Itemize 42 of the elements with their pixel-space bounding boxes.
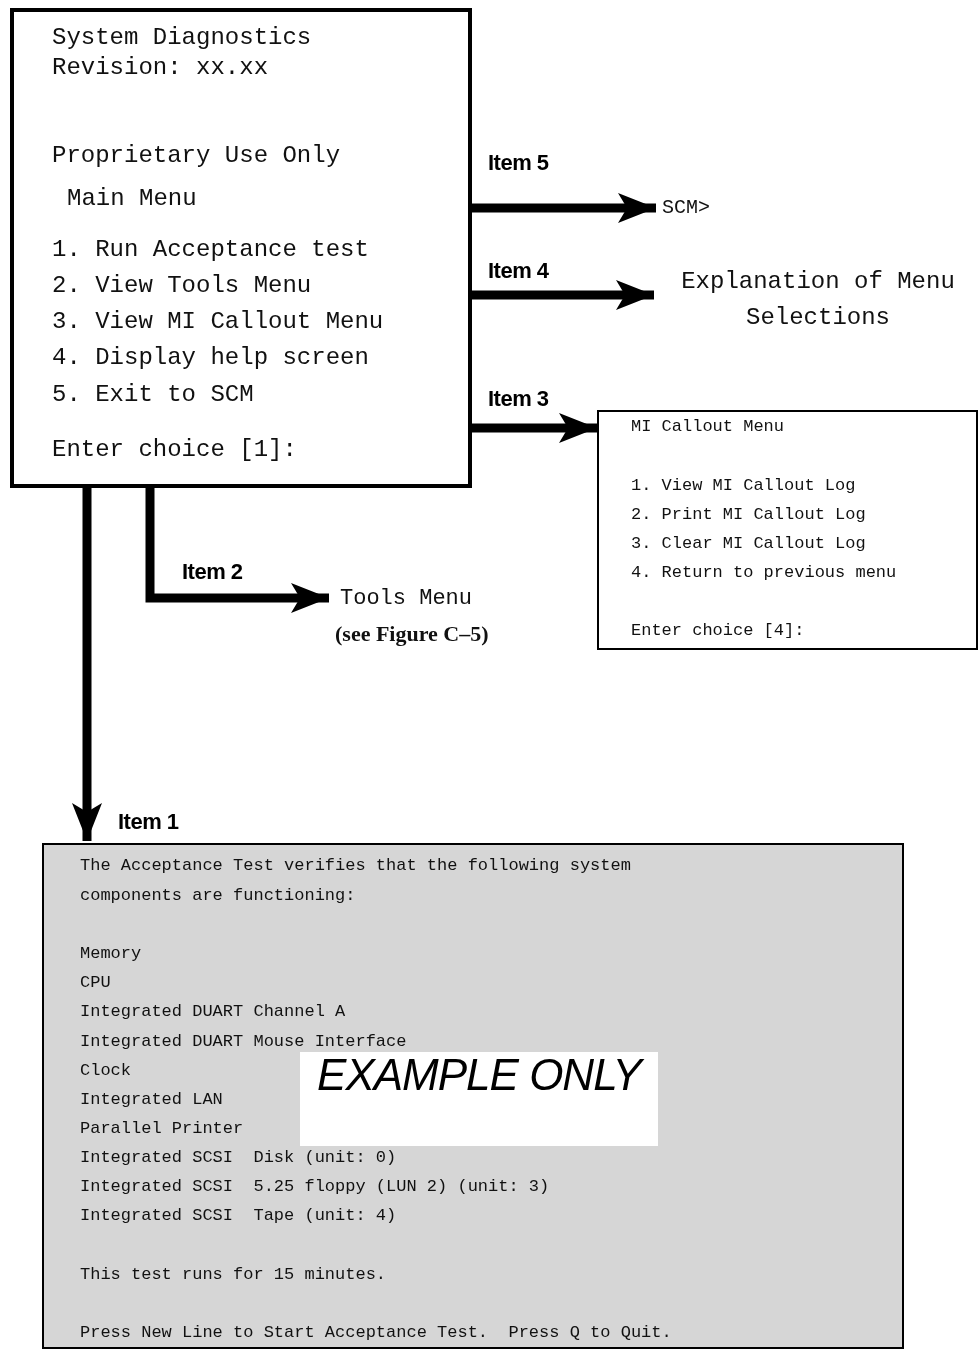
screen-text: Press New Line to Start Acceptance Test. Press Q to Quit. [80,1322,672,1345]
screen-text: This test runs for 15 minutes. [80,1264,387,1287]
screen-text: 2. View Tools Menu [52,272,312,300]
screen-text: 5. Exit to SCM [52,381,254,409]
screen-text: Main Menu [67,185,197,213]
screen-text: 4. Display help screen [52,344,369,372]
menu-title: MI Callout Menu [631,416,785,438]
screen-text: Proprietary Use Only [52,142,341,170]
screen-text: Integrated DUART Mouse Interface [80,1031,407,1054]
arrow [145,488,329,613]
menu-screen-box [10,8,472,488]
node-label: (see Figure C–5) [335,620,489,648]
screen-text: Memory [80,943,142,966]
screen-text: 3. View MI Callout Menu [52,308,384,336]
screen-text: Integrated SCSI Disk (unit: 0) [80,1147,397,1170]
screen-text: System Diagnostics [52,24,312,52]
node-label: Tools Menu [340,585,473,613]
screen-text: Integrated SCSI 5.25 floppy (LUN 2) (unit: 3) [80,1176,550,1199]
screen-text: Integrated SCSI Tape (unit: 4) [80,1205,397,1228]
arrow [472,193,656,223]
screen-text: 3. Clear MI Callout Log [631,533,866,555]
submenu-screen-box [597,410,978,650]
screen-text: 4. Return to previous menu [631,562,897,584]
arrow [472,280,654,310]
example-stamp: EXAMPLE ONLY [300,1052,658,1146]
screen-text: 2. Print MI Callout Log [631,504,866,526]
screen-text: Revision: xx.xx [52,54,269,82]
screen-text: Clock [80,1060,131,1083]
node-label: SCM> [662,195,710,221]
screen-text: The Acceptance Test verifies that the following system components are functioning: [80,855,632,907]
arrow [72,488,102,841]
screen-text: Integrated DUART Channel A [80,1001,346,1024]
screen-text: Integrated LAN [80,1089,223,1112]
screen-text: Enter choice [1]: [52,436,297,464]
screen-text: 1. Run Acceptance test [52,236,369,264]
node-label: Explanation of Menu Selections [680,267,956,333]
screen-text: Enter choice [4]: [631,620,805,642]
screen-panel [42,843,904,1349]
screen-text: 1. View MI Callout Log [631,475,856,497]
screen-text: Parallel Printer [80,1118,244,1141]
screen-text: CPU [80,972,111,995]
arrow [472,413,597,443]
